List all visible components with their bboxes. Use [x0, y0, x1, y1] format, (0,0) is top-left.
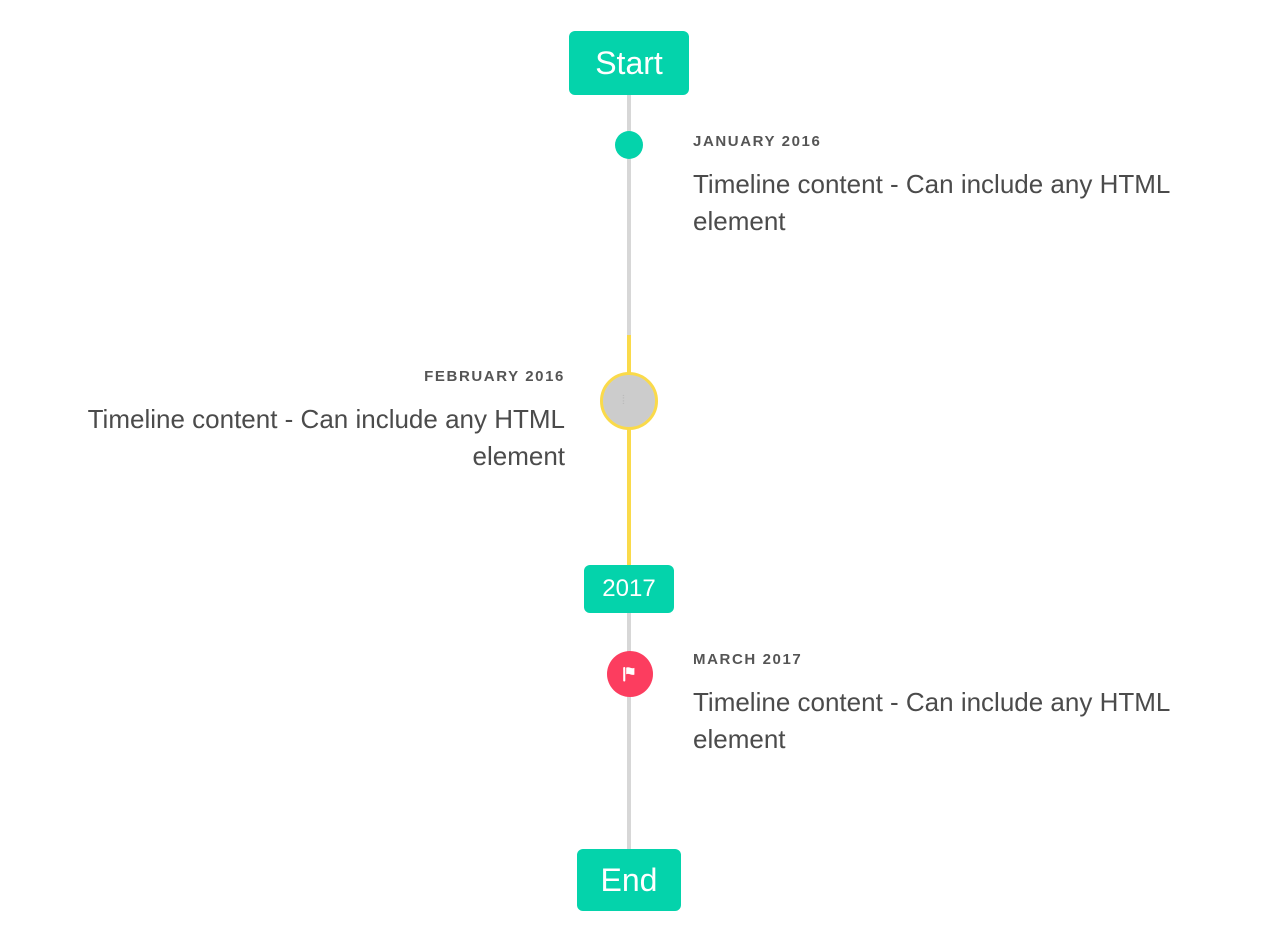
entry-body-text: Timeline content - Can include any HTML …: [693, 169, 1170, 236]
entry-date-label: MARCH 2017: [693, 651, 803, 668]
entry-body-text: Timeline content - Can include any HTML …: [87, 404, 565, 471]
timeline-rail-lower: [627, 611, 631, 849]
timeline-rail-highlight: [627, 335, 631, 567]
timeline-end-badge[interactable]: End: [577, 849, 681, 911]
flag-icon: [623, 667, 635, 682]
flag-marker[interactable]: [607, 651, 653, 697]
entry-date-label: FEBRUARY 2016: [424, 368, 565, 385]
timeline-entry-march: MARCH 2017 Timeline content - Can includ…: [693, 651, 1233, 758]
entry-date-label: JANUARY 2016: [693, 133, 822, 150]
timeline-entry-february: FEBRUARY 2016 Timeline content - Can inc…: [35, 368, 565, 475]
ring-marker[interactable]: ⦙: [600, 372, 658, 430]
timeline-start-badge[interactable]: Start: [569, 31, 689, 95]
missing-glyph-icon: ⦙: [622, 394, 625, 408]
timeline-rail-upper: [627, 95, 631, 335]
dot-marker[interactable]: [615, 131, 643, 159]
timeline-entry-january: JANUARY 2016 Timeline content - Can incl…: [693, 133, 1233, 240]
entry-body-text: Timeline content - Can include any HTML …: [693, 687, 1170, 754]
timeline-year-divider-badge[interactable]: 2017: [584, 565, 674, 613]
